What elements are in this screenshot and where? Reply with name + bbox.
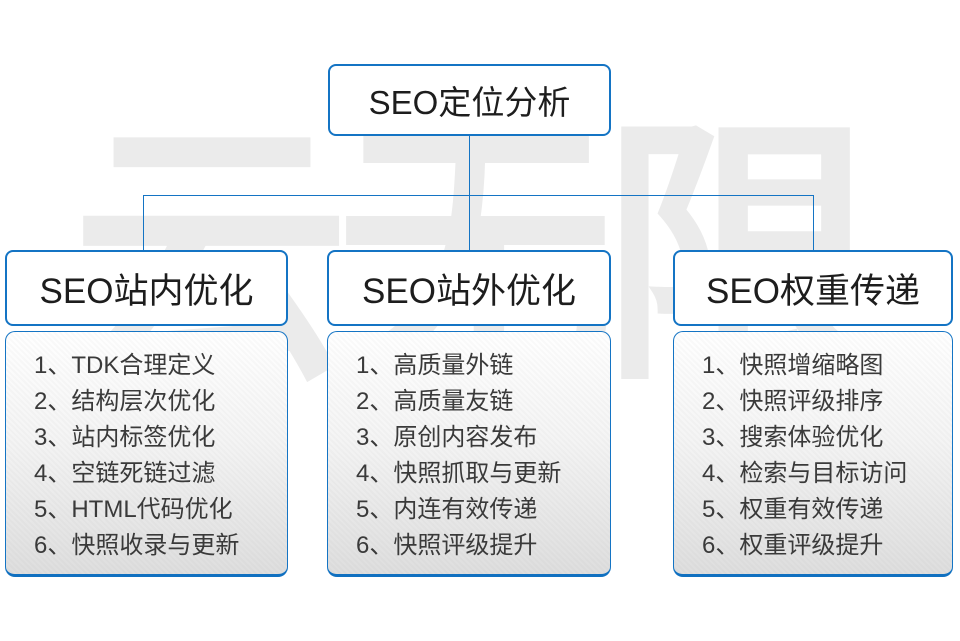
list-item: 4、空链死链过滤 [34,460,216,487]
branch-header-offsite-title: SEO站外优化 [362,271,576,311]
list-item: 5、HTML代码优化 [34,496,233,523]
branch-list-onsite: 1、TDK合理定义 2、结构层次优化 3、站内标签优化 4、空链死链过滤 5、H… [5,331,288,577]
branch-list-offsite: 1、高质量外链 2、高质量友链 3、原创内容发布 4、快照抓取与更新 5、内连有… [327,331,611,577]
list-item: 5、内连有效传递 [356,496,538,523]
root-node: SEO定位分析 [328,64,611,136]
branch-header-weight-title: SEO权重传递 [706,271,920,311]
branch-header-onsite: SEO站内优化 [5,250,288,326]
list-item: 2、结构层次优化 [34,388,216,415]
connector-horizontal-bar [143,195,814,196]
list-item: 4、检索与目标访问 [702,460,908,487]
list-item: 6、快照收录与更新 [34,532,240,559]
connector-drop-middle [469,195,470,252]
list-item: 1、快照增缩略图 [702,352,884,379]
list-item: 3、原创内容发布 [356,424,538,451]
list-item: 4、快照抓取与更新 [356,460,562,487]
connector-drop-left [143,195,144,252]
list-item: 3、搜索体验优化 [702,424,884,451]
connector-root-stem [469,136,470,196]
connector-drop-right [813,195,814,253]
list-item: 1、TDK合理定义 [34,352,216,379]
list-item: 6、快照评级提升 [356,532,538,559]
list-item: 3、站内标签优化 [34,424,216,451]
list-item: 5、权重有效传递 [702,496,884,523]
branch-header-onsite-title: SEO站内优化 [39,271,254,311]
branch-header-offsite: SEO站外优化 [327,250,611,326]
branch-header-weight: SEO权重传递 [673,250,953,326]
list-item: 6、权重评级提升 [702,532,884,559]
list-item: 2、高质量友链 [356,388,514,415]
root-node-title: SEO定位分析 [368,84,571,121]
list-item: 2、快照评级排序 [702,388,884,415]
branch-list-weight: 1、快照增缩略图 2、快照评级排序 3、搜索体验优化 4、检索与目标访问 5、权… [673,331,953,577]
list-item: 1、高质量外链 [356,352,514,379]
